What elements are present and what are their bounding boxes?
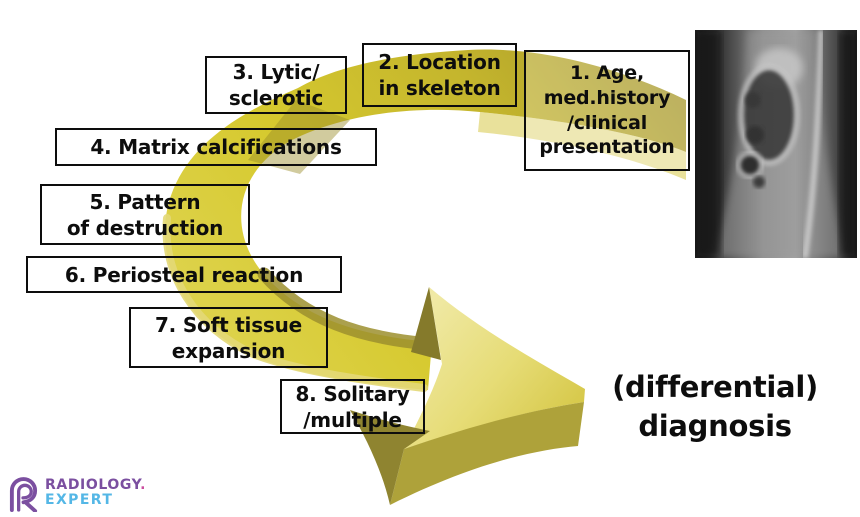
logo-brand-dot: .: [140, 477, 146, 493]
result-label: (differential) diagnosis: [612, 370, 818, 443]
step-box-6-periosteal-reaction: 6. Periosteal reaction: [26, 256, 342, 293]
radiology-expert-logo: RADIOLOGY. EXPERT: [8, 477, 146, 512]
step-box-1-age-history: 1. Age, med.history /clinical presentati…: [524, 50, 690, 171]
logo-brand-line: RADIOLOGY.: [45, 478, 146, 493]
step-box-2-location: 2. Location in skeleton: [362, 43, 517, 107]
step-box-4-matrix-calcifications: 4. Matrix calcifications: [55, 128, 377, 166]
step-box-7-soft-tissue-expansion: 7. Soft tissue expansion: [129, 307, 328, 368]
arrow-cross-fold: [248, 100, 350, 174]
logo-wordmark: RADIOLOGY. EXPERT: [45, 477, 146, 508]
logo-brand: RADIOLOGY: [45, 477, 141, 493]
arrowhead-upper-barb: [411, 287, 441, 360]
arrowhead-face: [404, 287, 585, 449]
step-box-3-lytic-sclerotic: 3. Lytic/ sclerotic: [205, 56, 347, 114]
r-monogram-icon: [9, 477, 38, 512]
arrow-tail-pale-face: [478, 112, 686, 180]
step-box-8-solitary-multiple: 8. Solitary /multiple: [280, 379, 425, 434]
bone-xray-graphic: [695, 29, 857, 259]
step-box-5-pattern-of-destruction: 5. Pattern of destruction: [40, 184, 250, 245]
bone-xray-image: [695, 29, 857, 259]
arrow-inner-shadow: [257, 267, 437, 351]
logo-sub-line: EXPERT: [45, 492, 114, 508]
arrowhead-bottom-face: [390, 402, 584, 505]
